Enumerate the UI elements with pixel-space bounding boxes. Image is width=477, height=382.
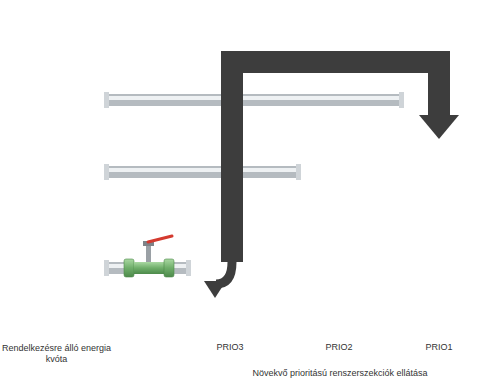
flow-arrow bbox=[232, 62, 459, 262]
hook-arrow bbox=[204, 262, 232, 298]
pipe bbox=[104, 92, 404, 108]
pipe-flange bbox=[399, 92, 404, 108]
arrow-shaft bbox=[232, 62, 439, 262]
tank-label: Rendelkezésre álló energia kvóta bbox=[0, 343, 115, 365]
pipe-body bbox=[105, 262, 190, 274]
pipe-flange bbox=[104, 164, 109, 180]
pipe bbox=[104, 260, 191, 276]
pipe-flange bbox=[296, 164, 301, 180]
tank-label: PRIO3 bbox=[180, 342, 280, 353]
pipe-body bbox=[105, 94, 403, 106]
valve bbox=[124, 236, 174, 277]
tank-label: PRIO1 bbox=[393, 342, 477, 353]
pipe-flange bbox=[104, 260, 109, 276]
pipe bbox=[104, 164, 301, 180]
tank: PRIO3 bbox=[190, 228, 270, 336]
pipe-flange bbox=[104, 92, 109, 108]
tank-shape bbox=[300, 130, 378, 336]
tank-shape bbox=[190, 228, 270, 336]
caption-label: Növekvő prioritású renszerszekciók ellát… bbox=[252, 368, 427, 379]
pipe-body bbox=[105, 166, 300, 178]
pipe-flange bbox=[186, 260, 191, 276]
tank: PRIO1 bbox=[403, 45, 475, 336]
pipe-highlight bbox=[105, 96, 403, 100]
tank-label: PRIO2 bbox=[290, 342, 388, 353]
tank-shape bbox=[8, 5, 105, 337]
tank-shape bbox=[403, 45, 475, 336]
tank: Rendelkezésre álló energia kvóta bbox=[8, 5, 105, 337]
pipe-highlight bbox=[105, 168, 300, 172]
arrow-head bbox=[419, 115, 459, 139]
tank: PRIO2 bbox=[300, 130, 378, 336]
